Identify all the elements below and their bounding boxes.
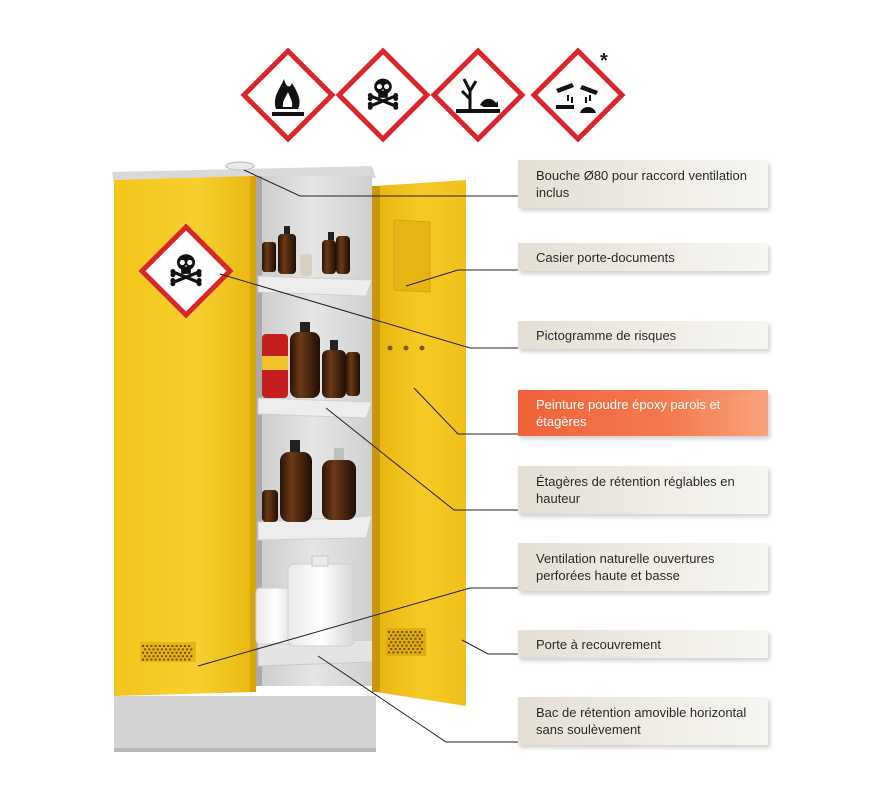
flame-icon [240,47,336,143]
corrosive-icon [530,47,626,143]
callout-epoxy-paint: Peinture poudre époxy parois et étagères [518,390,768,436]
callout-hazard-pictogram: Pictogramme de risques [518,321,768,349]
callout-ventilation-port: Bouche Ø80 pour raccord ventilation incl… [518,160,768,208]
skull-crossbones-icon [138,223,234,319]
cabinet [112,161,466,752]
callout-natural-ventilation: Ventilation naturelle ouvertures perforé… [518,543,768,591]
callout-retention-tray: Bac de rétention amovible horizontal san… [518,697,768,745]
environment-hazard-icon [430,47,526,143]
callout-document-holder: Casier porte-documents [518,243,768,271]
vent-grille-right [386,628,426,656]
callout-retention-shelves: Étagères de rétention réglables en haute… [518,466,768,514]
skull-crossbones-icon [335,47,431,143]
asterisk-note: * [600,50,608,72]
callout-overlap-door: Porte à recouvrement [518,630,768,658]
vent-grille-left [140,642,196,662]
leader-lines [197,169,518,743]
